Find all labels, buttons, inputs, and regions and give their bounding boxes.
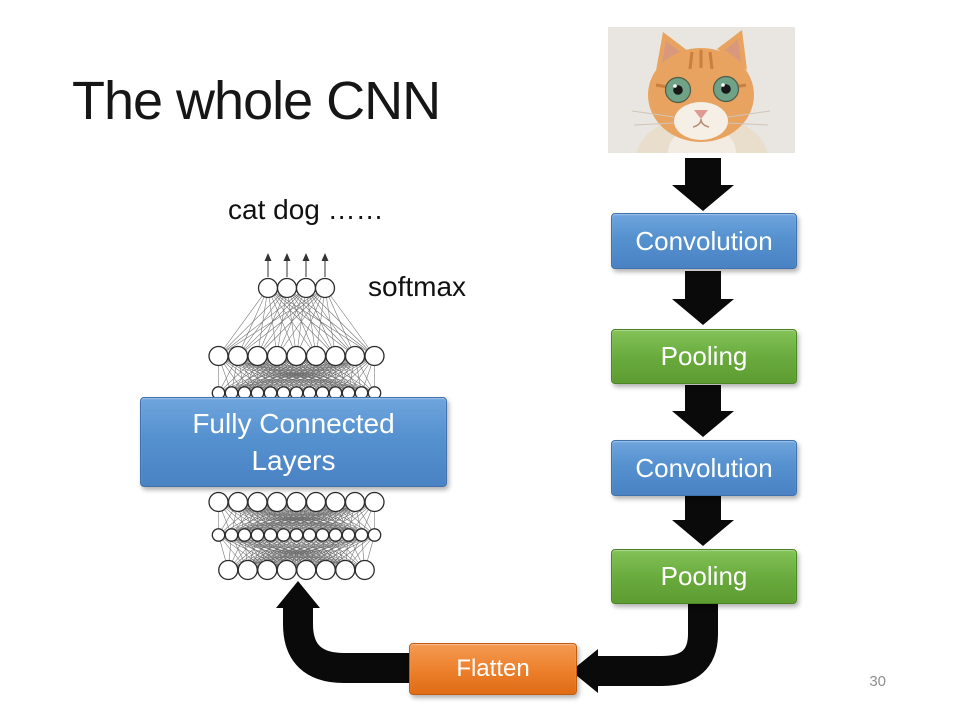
elbow-arrow-to-network [283, 606, 414, 683]
box-pooling-2-label: Pooling [660, 561, 748, 591]
box-convolution-1-label: Convolution [635, 225, 773, 256]
cat-stripes [655, 50, 747, 89]
slide-title: The whole CNN [72, 71, 441, 131]
block-down-arrow [672, 385, 734, 437]
fully-connected-network [208, 253, 385, 581]
flow-down-arrows [672, 158, 734, 546]
cat-whiskers [631, 110, 771, 126]
network-neurons [208, 277, 385, 581]
elbow-arrowhead-up [276, 581, 320, 608]
output-classes-label: cat dog …… [228, 194, 384, 225]
block-down-arrow [672, 496, 734, 546]
fc-label-line1: Fully Connected [192, 408, 395, 439]
elbow-arrowhead-left [571, 649, 598, 693]
box-convolution-2-label: Convolution [635, 452, 773, 483]
cat-nose [694, 110, 708, 119]
softmax-label: softmax [368, 271, 467, 302]
kitten-photo [608, 27, 795, 153]
output-arrows [264, 253, 329, 277]
fc-label-line2: Layers [251, 445, 336, 476]
box-flatten-label: Flatten [456, 655, 530, 682]
elbow-arrows [276, 581, 718, 693]
box-pooling-1: Pooling [611, 329, 797, 384]
page-number: 30 [869, 673, 886, 690]
elbow-arrow-to-flatten [596, 601, 718, 686]
block-down-arrow [672, 271, 734, 325]
box-fully-connected-layers: Fully Connected Layers [140, 397, 447, 487]
box-convolution-2: Convolution [611, 440, 797, 496]
box-pooling-2: Pooling [611, 549, 797, 604]
box-flatten: Flatten [409, 643, 577, 695]
box-convolution-1: Convolution [611, 213, 797, 269]
block-down-arrow [672, 158, 734, 211]
box-pooling-1-label: Pooling [660, 341, 748, 371]
